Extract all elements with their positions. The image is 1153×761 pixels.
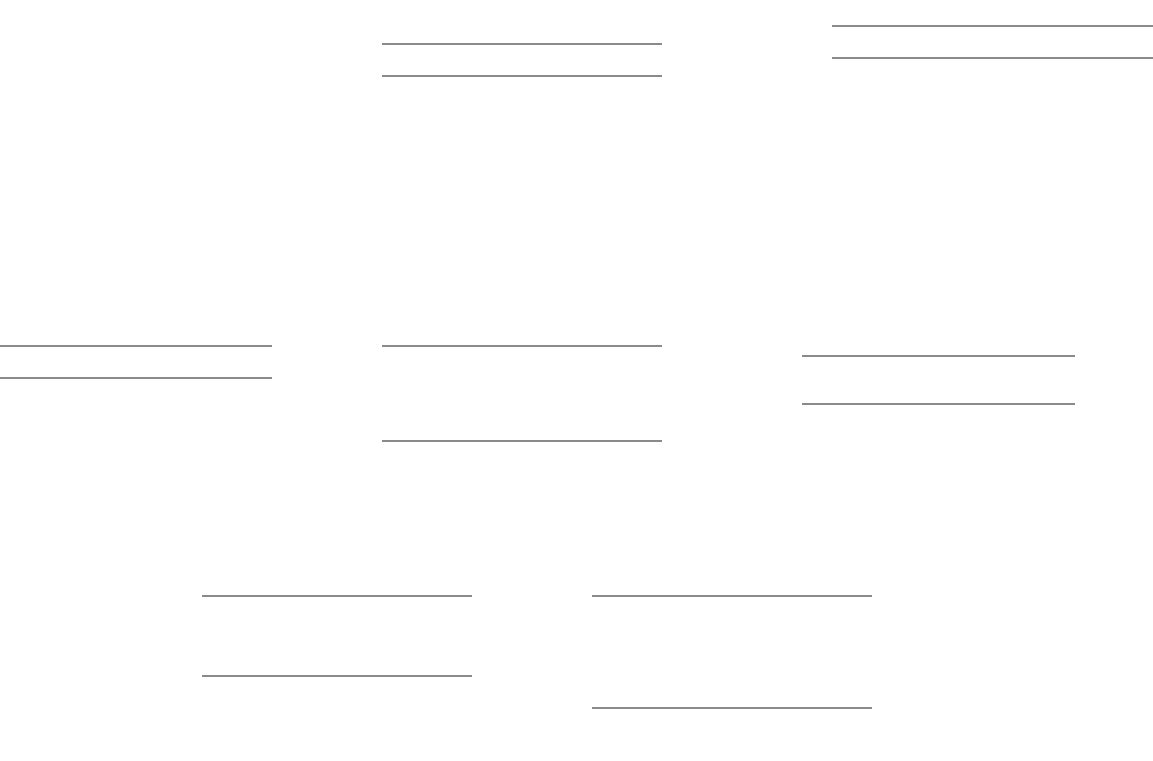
line-group-2 bbox=[382, 43, 662, 77]
line-group-6 bbox=[202, 595, 472, 677]
line-group-7 bbox=[592, 595, 872, 709]
line-group-5 bbox=[802, 355, 1075, 405]
line-group-1 bbox=[832, 25, 1153, 59]
line-group-4 bbox=[382, 345, 662, 442]
line-group-3 bbox=[0, 345, 272, 379]
